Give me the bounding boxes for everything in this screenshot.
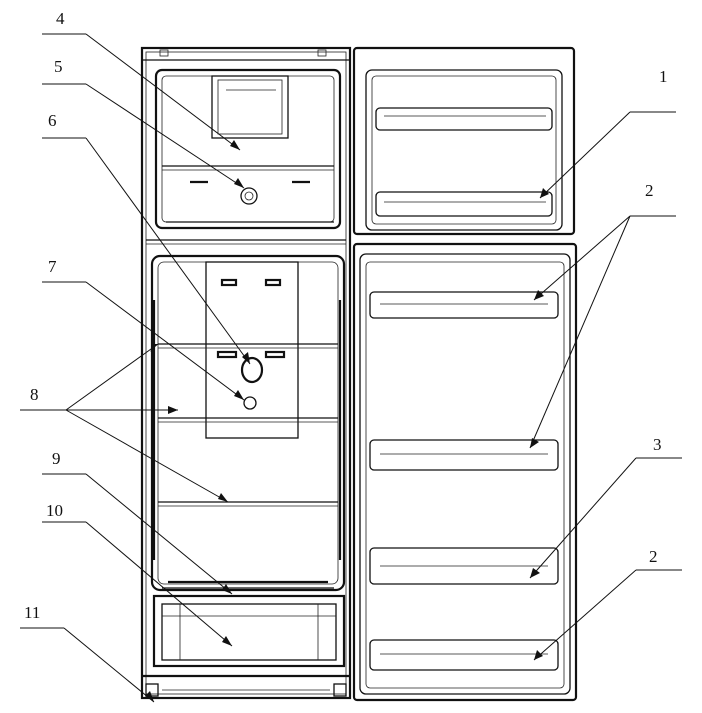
arrowhead-8-top xyxy=(150,344,158,352)
fridge-drawing: 1 2 3 2 4 5 6 7 8 9 10 11 xyxy=(20,9,682,703)
arrowhead-1 xyxy=(540,188,549,198)
callout-labels: 1 2 3 2 4 5 6 7 8 9 10 11 xyxy=(24,9,668,622)
cabinet-body xyxy=(140,46,352,700)
crisper-drawer xyxy=(152,594,346,668)
label-3: 3 xyxy=(653,435,662,454)
label-2-lower: 2 xyxy=(649,547,658,566)
arrowhead-8-mid xyxy=(168,406,178,414)
label-7: 7 xyxy=(48,257,57,276)
label-11: 11 xyxy=(24,603,40,622)
arrowhead-2a-lower xyxy=(530,438,539,448)
fridge-door xyxy=(352,242,578,702)
label-1: 1 xyxy=(659,67,668,86)
arrowhead-2a-upper xyxy=(534,290,544,300)
arrowhead-3 xyxy=(530,568,540,578)
arrowhead-11 xyxy=(145,691,154,702)
label-9: 9 xyxy=(52,449,61,468)
label-4: 4 xyxy=(56,9,65,28)
arrowhead-10 xyxy=(222,636,232,646)
leader-lines xyxy=(20,33,682,703)
arrowhead-2b xyxy=(534,650,543,660)
label-2-upper: 2 xyxy=(645,181,654,200)
label-10: 10 xyxy=(46,501,63,520)
freezer-compartment xyxy=(154,68,342,230)
arrowhead-6 xyxy=(242,352,250,364)
label-6: 6 xyxy=(48,111,57,130)
freezer-door xyxy=(352,46,576,236)
arrow-heads xyxy=(145,140,549,702)
fridge-compartment xyxy=(150,254,346,592)
arrowhead-9 xyxy=(222,584,232,594)
arrowhead-5 xyxy=(234,178,244,188)
arrowhead-4 xyxy=(230,140,240,150)
label-8: 8 xyxy=(30,385,39,404)
arrowhead-8-low xyxy=(218,493,228,502)
plinth xyxy=(142,674,350,697)
arrowhead-7 xyxy=(234,390,244,400)
label-5: 5 xyxy=(54,57,63,76)
